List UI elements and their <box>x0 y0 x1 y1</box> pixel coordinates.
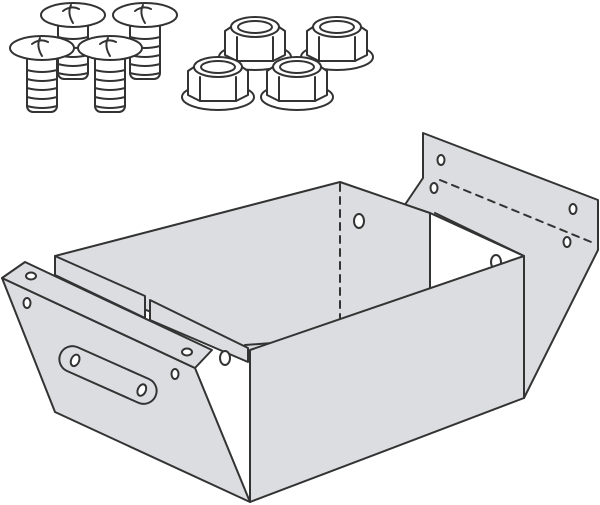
hole <box>25 271 37 281</box>
screw-icon <box>77 35 143 113</box>
front-panel <box>249 255 525 503</box>
flap-fold-line <box>439 179 597 245</box>
flange-nut-icon <box>218 16 292 71</box>
hole <box>436 154 446 166</box>
screw-icon <box>112 2 178 80</box>
hole <box>219 350 231 366</box>
hole <box>353 213 365 229</box>
handle-slot <box>58 345 158 405</box>
left-inner-tab-2 <box>149 299 249 363</box>
hole <box>562 236 572 248</box>
screw-icon <box>9 35 75 113</box>
left-end-flange <box>1 261 213 369</box>
hole <box>170 368 180 380</box>
screws-group <box>9 2 178 113</box>
hole <box>22 297 32 309</box>
sheet-metal-box <box>1 132 599 503</box>
flange-nut-icon <box>260 56 334 111</box>
inner-top-edge <box>434 212 525 257</box>
hole <box>568 203 578 215</box>
hole <box>429 182 439 194</box>
nuts-group <box>181 16 374 111</box>
hole <box>181 347 193 357</box>
flange-nut-icon <box>181 56 255 111</box>
